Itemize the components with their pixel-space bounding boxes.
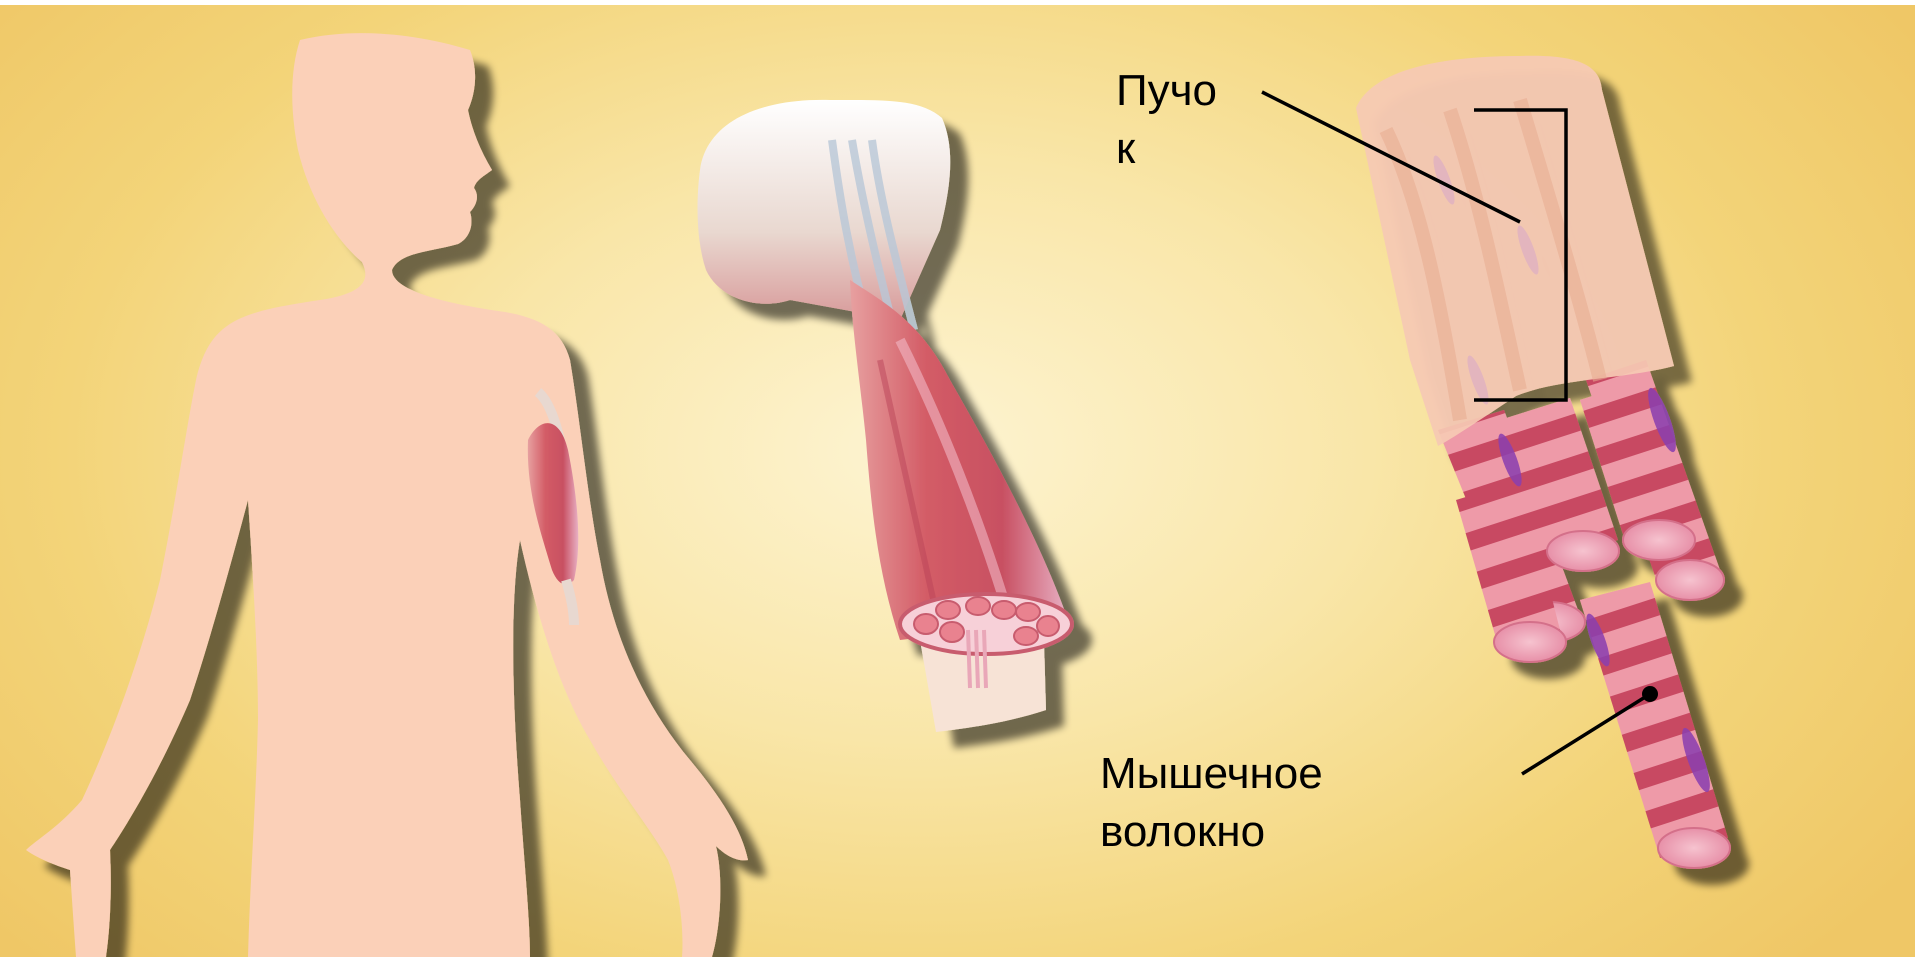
label-bundle: Пучо к [1116,62,1217,178]
fiber-leader-dot [1642,686,1658,702]
human-silhouette [26,33,748,957]
muscle-fibers [1438,360,1730,868]
bone-head [698,100,951,320]
muscle-with-bone [698,100,1072,732]
fiber-bundle-illustration [1356,56,1730,868]
label-muscle-fiber: Мышечное волокно [1100,745,1323,861]
muscle-cross-section [900,594,1072,688]
single-muscle-fiber [1580,582,1728,858]
